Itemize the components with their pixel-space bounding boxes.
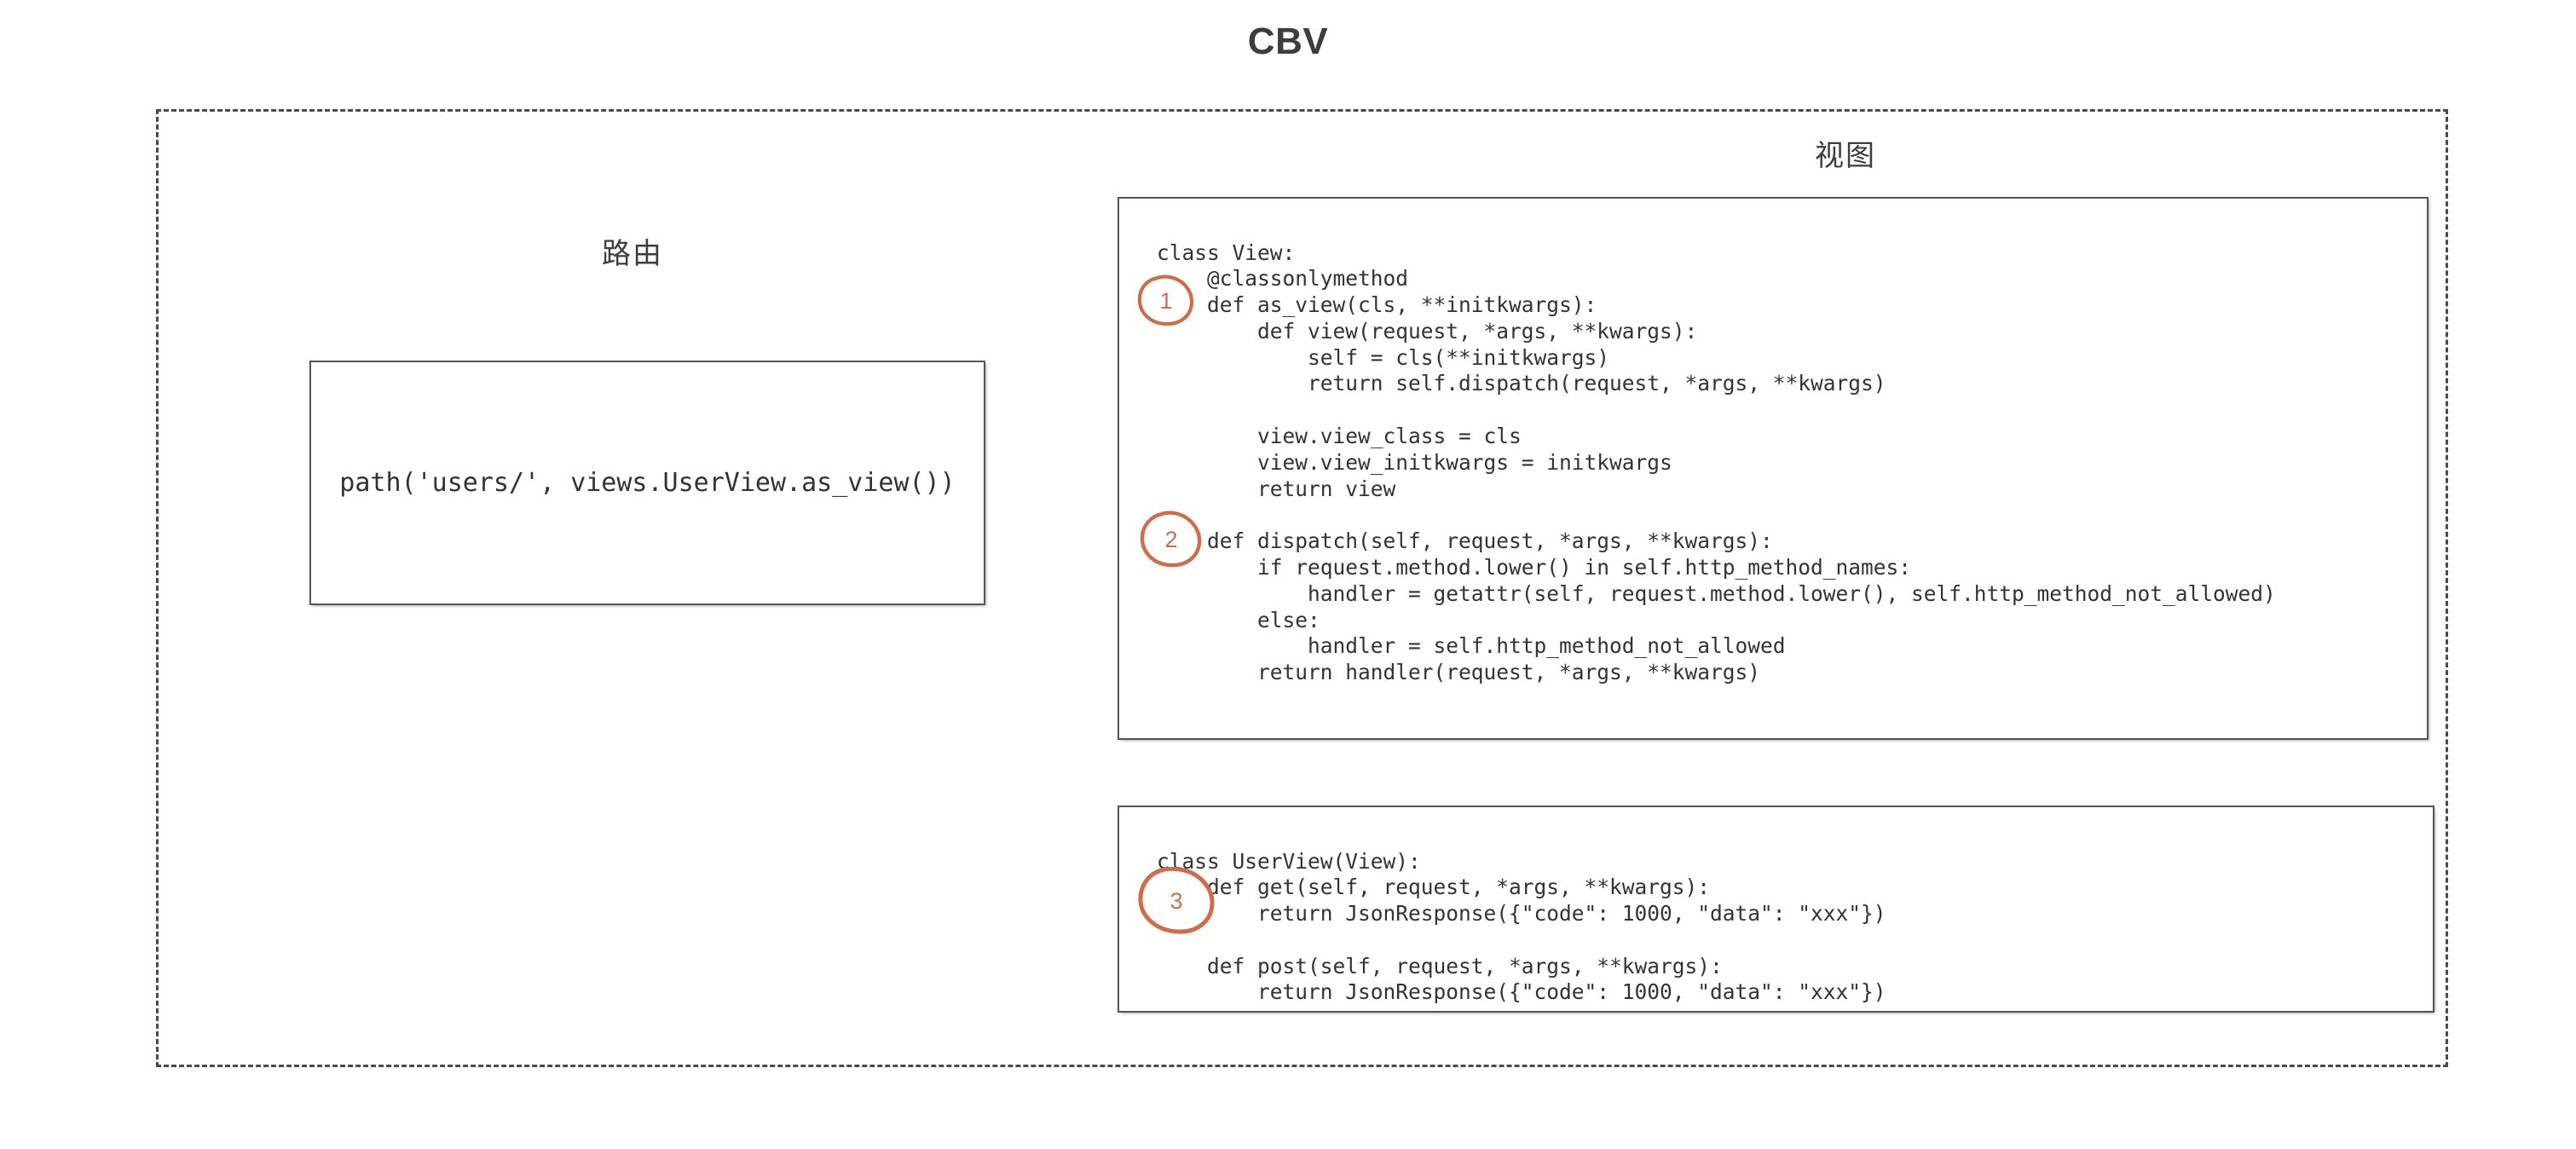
userview-class-code-box: class UserView(View): def get(self, requ…	[1118, 805, 2434, 1013]
annotation-circle-1-icon: 1	[1137, 274, 1195, 327]
route-section-caption: 路由	[602, 238, 663, 270]
view-section-caption: 视图	[1815, 140, 1876, 172]
annotation-label-2: 2	[1164, 526, 1178, 552]
view-class-code-box: class View: @classonlymethod def as_view…	[1118, 197, 2429, 740]
page-title: CBV	[1247, 20, 1329, 62]
annotation-circle-3-icon: 3	[1137, 866, 1216, 935]
annotation-label-3: 3	[1170, 887, 1183, 914]
annotation-label-1: 1	[1159, 287, 1173, 314]
userview-class-code-text: class UserView(View): def get(self, requ…	[1157, 848, 1886, 1005]
diagram-frame	[156, 109, 2448, 1067]
route-code-box: path('users/', views.UserView.as_view())	[309, 361, 985, 605]
view-class-code-text: class View: @classonlymethod def as_view…	[1157, 240, 2276, 685]
annotation-circle-2-icon: 2	[1140, 511, 1203, 569]
route-code-text: path('users/', views.UserView.as_view())	[339, 467, 956, 498]
